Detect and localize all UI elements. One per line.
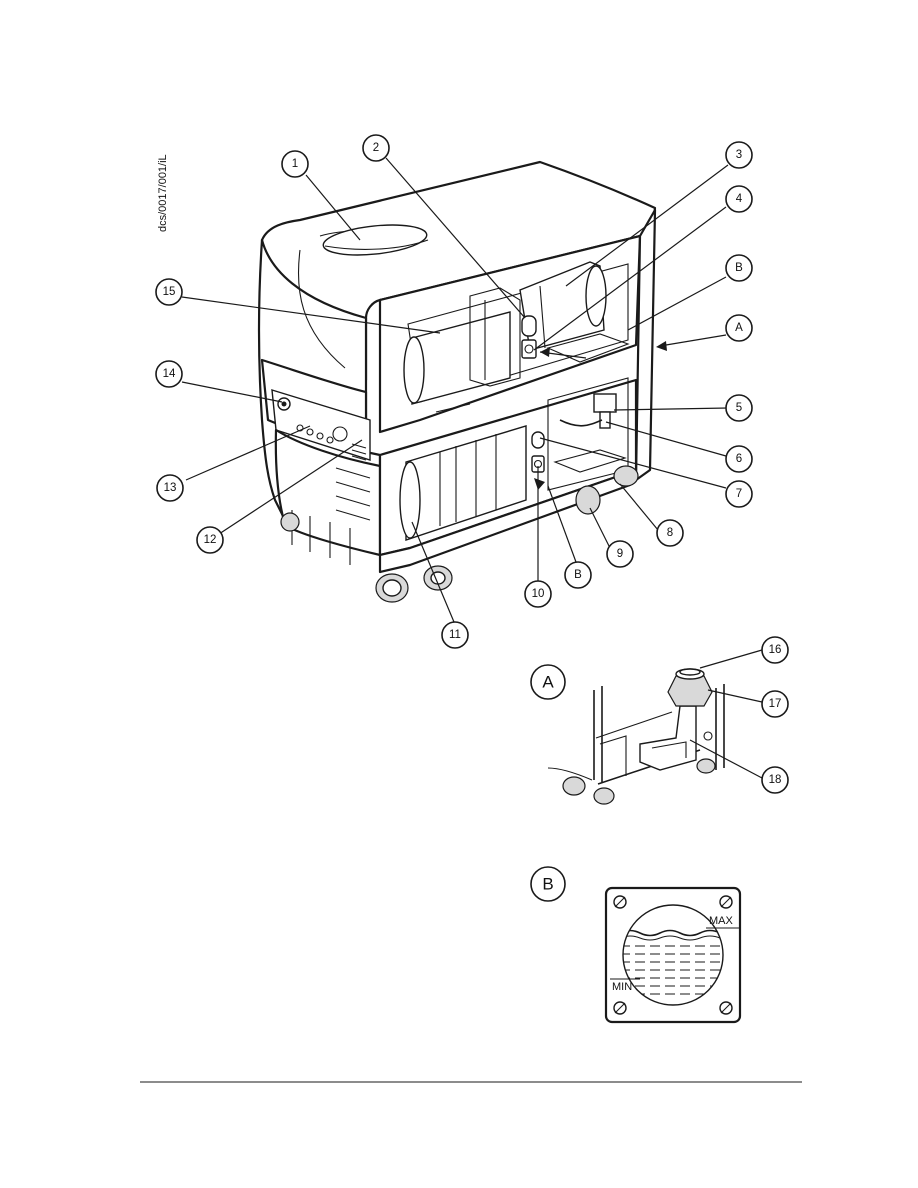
callout-14: 14: [155, 360, 183, 388]
callout-B-upper: B: [725, 254, 753, 282]
castor-wheels: [280, 465, 639, 603]
detail-a-label: A: [530, 664, 566, 700]
min-level-label: MIN: [612, 981, 632, 993]
pump-unit-illustration: [257, 160, 657, 603]
svg-text:B: B: [574, 569, 582, 581]
sight-glass: [622, 904, 724, 1006]
callout-9: 9: [606, 540, 634, 568]
svg-text:10: 10: [532, 588, 545, 600]
svg-text:14: 14: [163, 368, 176, 380]
max-level-label: MAX: [709, 915, 734, 927]
svg-text:16: 16: [769, 644, 782, 656]
callout-18: 18: [761, 766, 789, 794]
callout-2: 2: [362, 134, 390, 162]
svg-text:B: B: [735, 262, 743, 274]
callout-7: 7: [725, 480, 753, 508]
svg-text:18: 18: [769, 774, 782, 786]
svg-text:A: A: [542, 673, 554, 692]
svg-text:12: 12: [204, 534, 217, 546]
oil-level: [623, 929, 723, 995]
svg-text:B: B: [542, 875, 553, 894]
detail-b: B MAX: [530, 866, 742, 1024]
svg-text:17: 17: [769, 698, 782, 710]
detail-a: A 16 17 18: [530, 636, 789, 805]
svg-text:1: 1: [292, 158, 298, 170]
callout-13: 13: [156, 474, 184, 502]
svg-text:15: 15: [163, 286, 176, 298]
callout-6: 6: [725, 445, 753, 473]
svg-text:A: A: [735, 322, 743, 334]
callout-4: 4: [725, 185, 753, 213]
svg-text:5: 5: [736, 402, 742, 414]
svg-text:6: 6: [736, 453, 742, 465]
svg-text:13: 13: [164, 482, 177, 494]
callout-11: 11: [441, 621, 469, 649]
drawing-reference: dcs/0017/001/iL: [157, 154, 169, 232]
callout-1: 1: [281, 150, 309, 178]
callout-17: 17: [761, 690, 789, 718]
callout-12: 12: [196, 526, 224, 554]
callout-B-lower: B: [564, 561, 592, 589]
svg-text:11: 11: [449, 629, 461, 641]
callout-15: 15: [155, 278, 183, 306]
svg-text:4: 4: [736, 193, 743, 205]
svg-text:3: 3: [736, 149, 742, 161]
callout-8: 8: [656, 519, 684, 547]
callout-A: A: [725, 314, 753, 342]
callout-3: 3: [725, 141, 753, 169]
svg-text:9: 9: [617, 548, 623, 560]
svg-text:7: 7: [736, 488, 742, 500]
leader-lines: [181, 157, 729, 623]
callout-16: 16: [761, 636, 789, 664]
callout-5: 5: [725, 394, 753, 422]
callout-10: 10: [524, 580, 552, 608]
plate-screws: [613, 895, 733, 1015]
detail-b-label: B: [530, 866, 566, 902]
svg-text:2: 2: [373, 142, 379, 154]
svg-text:8: 8: [667, 527, 673, 539]
